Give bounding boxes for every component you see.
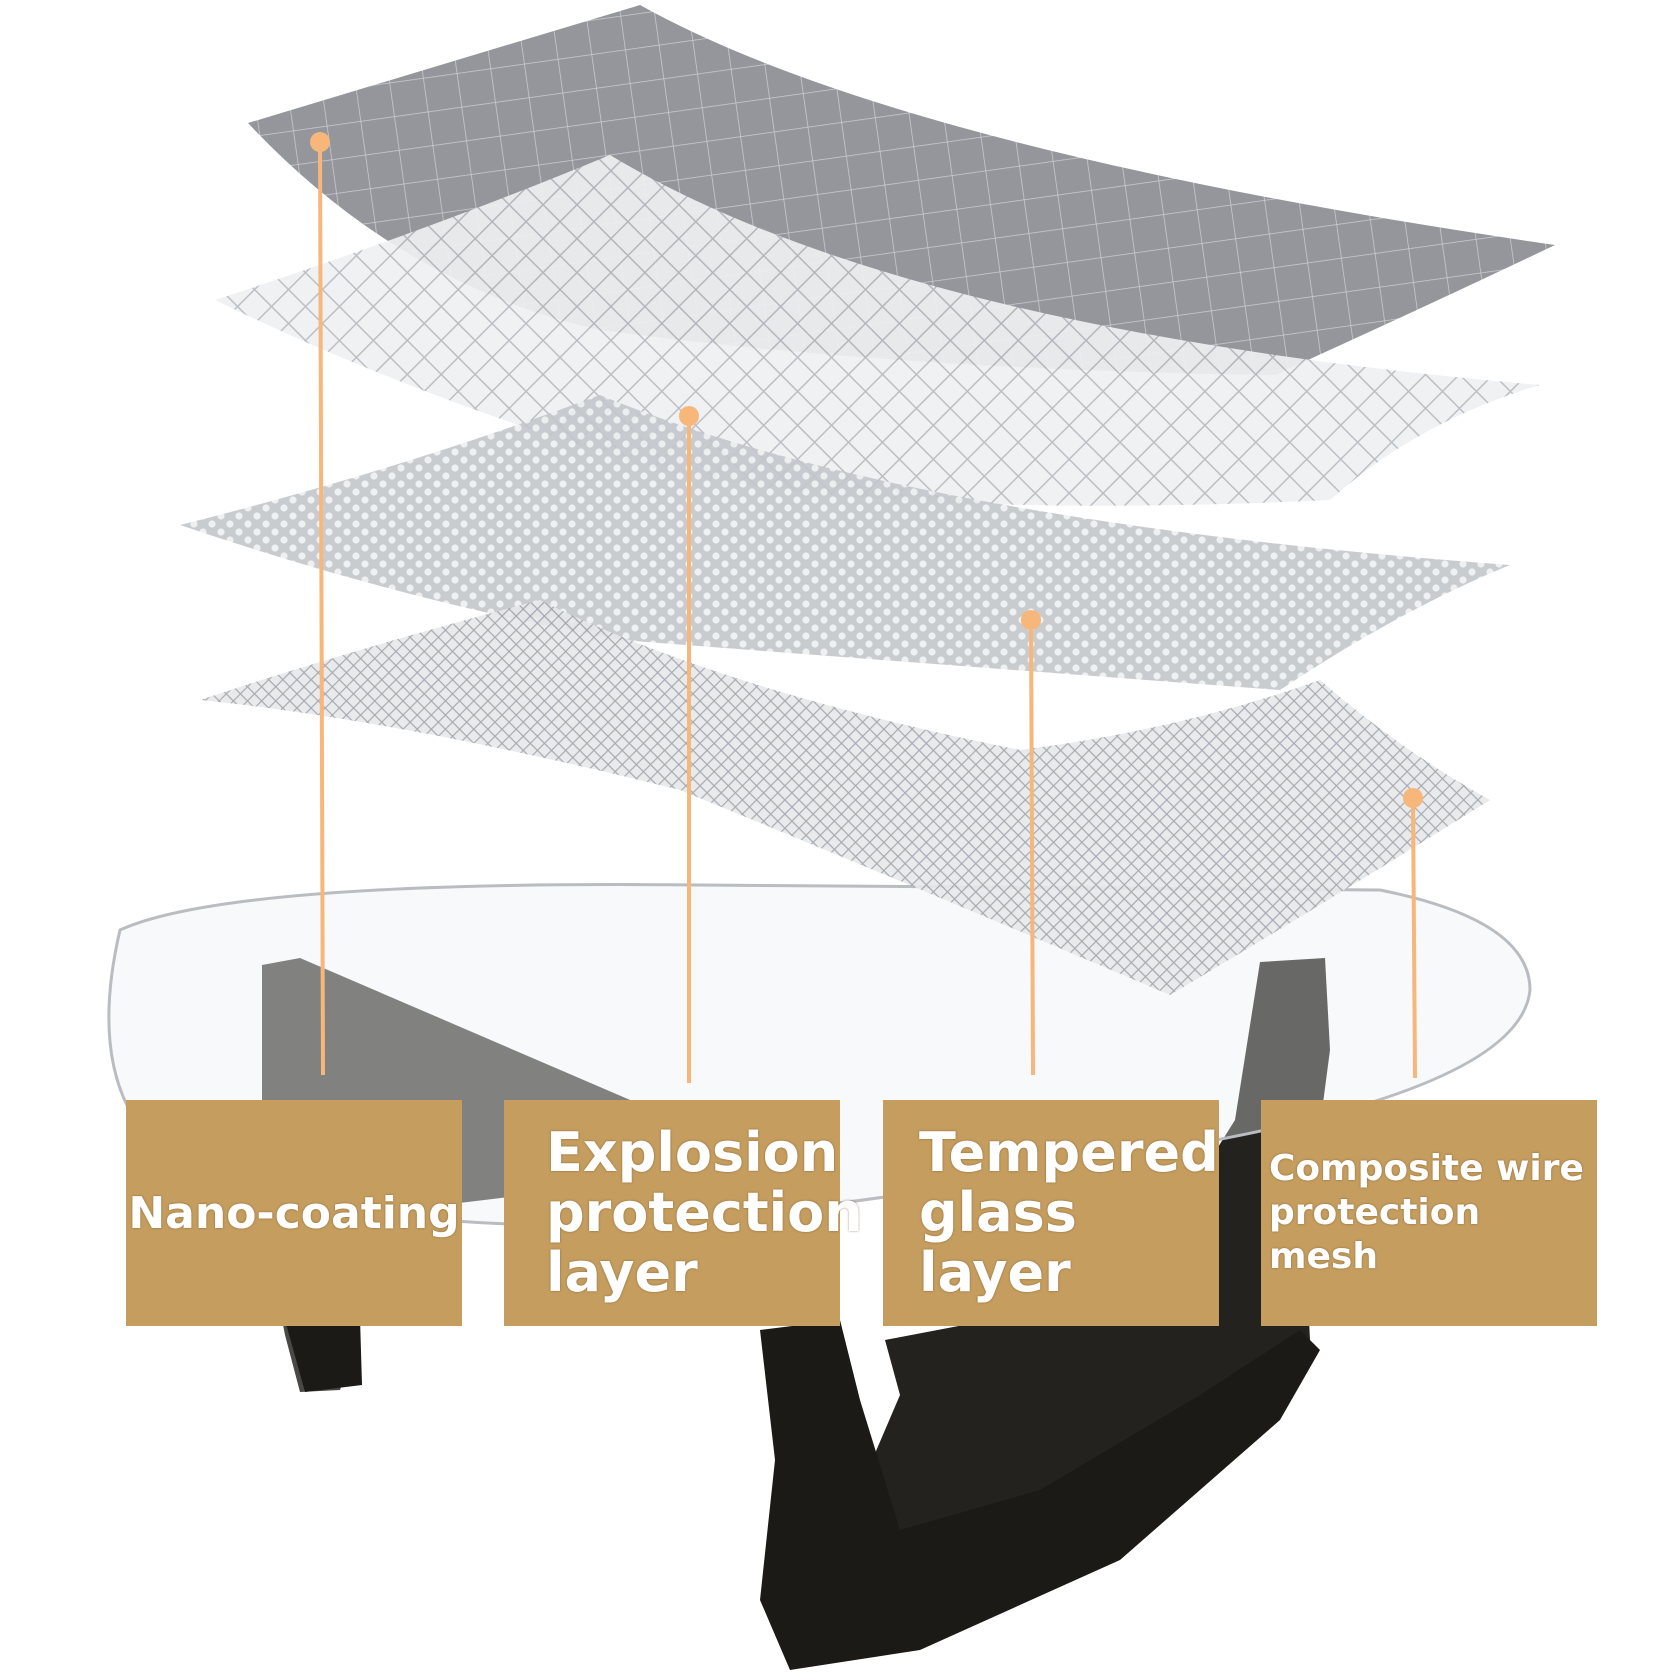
leader-line-nano: [318, 141, 325, 1076]
label-explosion-protection-layer: Explosion protection layer: [504, 1100, 863, 1326]
table-leg-foot: [285, 1318, 362, 1392]
label-explosion-protection-layer-text: Explosion protection layer: [546, 1121, 863, 1304]
label-tempered-glass-layer: Tempered glass layer: [883, 1100, 1219, 1326]
table-leg-right: [855, 958, 1330, 1550]
label-nano-coating-text: Nano-coating: [128, 1187, 460, 1239]
label-composite-wire-protection-mesh-text: Composite wire protection mesh: [1269, 1148, 1584, 1277]
leader-dot-tempered: [1021, 610, 1041, 630]
leader-lines: [310, 132, 1423, 1083]
leader-line-tempered: [1029, 619, 1035, 1076]
table-leg-left: [262, 958, 700, 1392]
leader-line-composite: [1411, 797, 1417, 1079]
table-leg-bottom: [760, 1320, 1320, 1670]
label-nano-coating: Nano-coating: [126, 1100, 462, 1326]
table-base: [262, 958, 1330, 1670]
label-composite-wire-protection-mesh: Composite wire protection mesh: [1261, 1100, 1597, 1326]
leader-dot-explosion: [679, 406, 699, 426]
leader-dot-composite: [1403, 788, 1423, 808]
label-tempered-glass-layer-text: Tempered glass layer: [919, 1121, 1219, 1304]
layer-fine-mesh: [200, 600, 1490, 995]
leader-dot-nano: [310, 132, 330, 152]
